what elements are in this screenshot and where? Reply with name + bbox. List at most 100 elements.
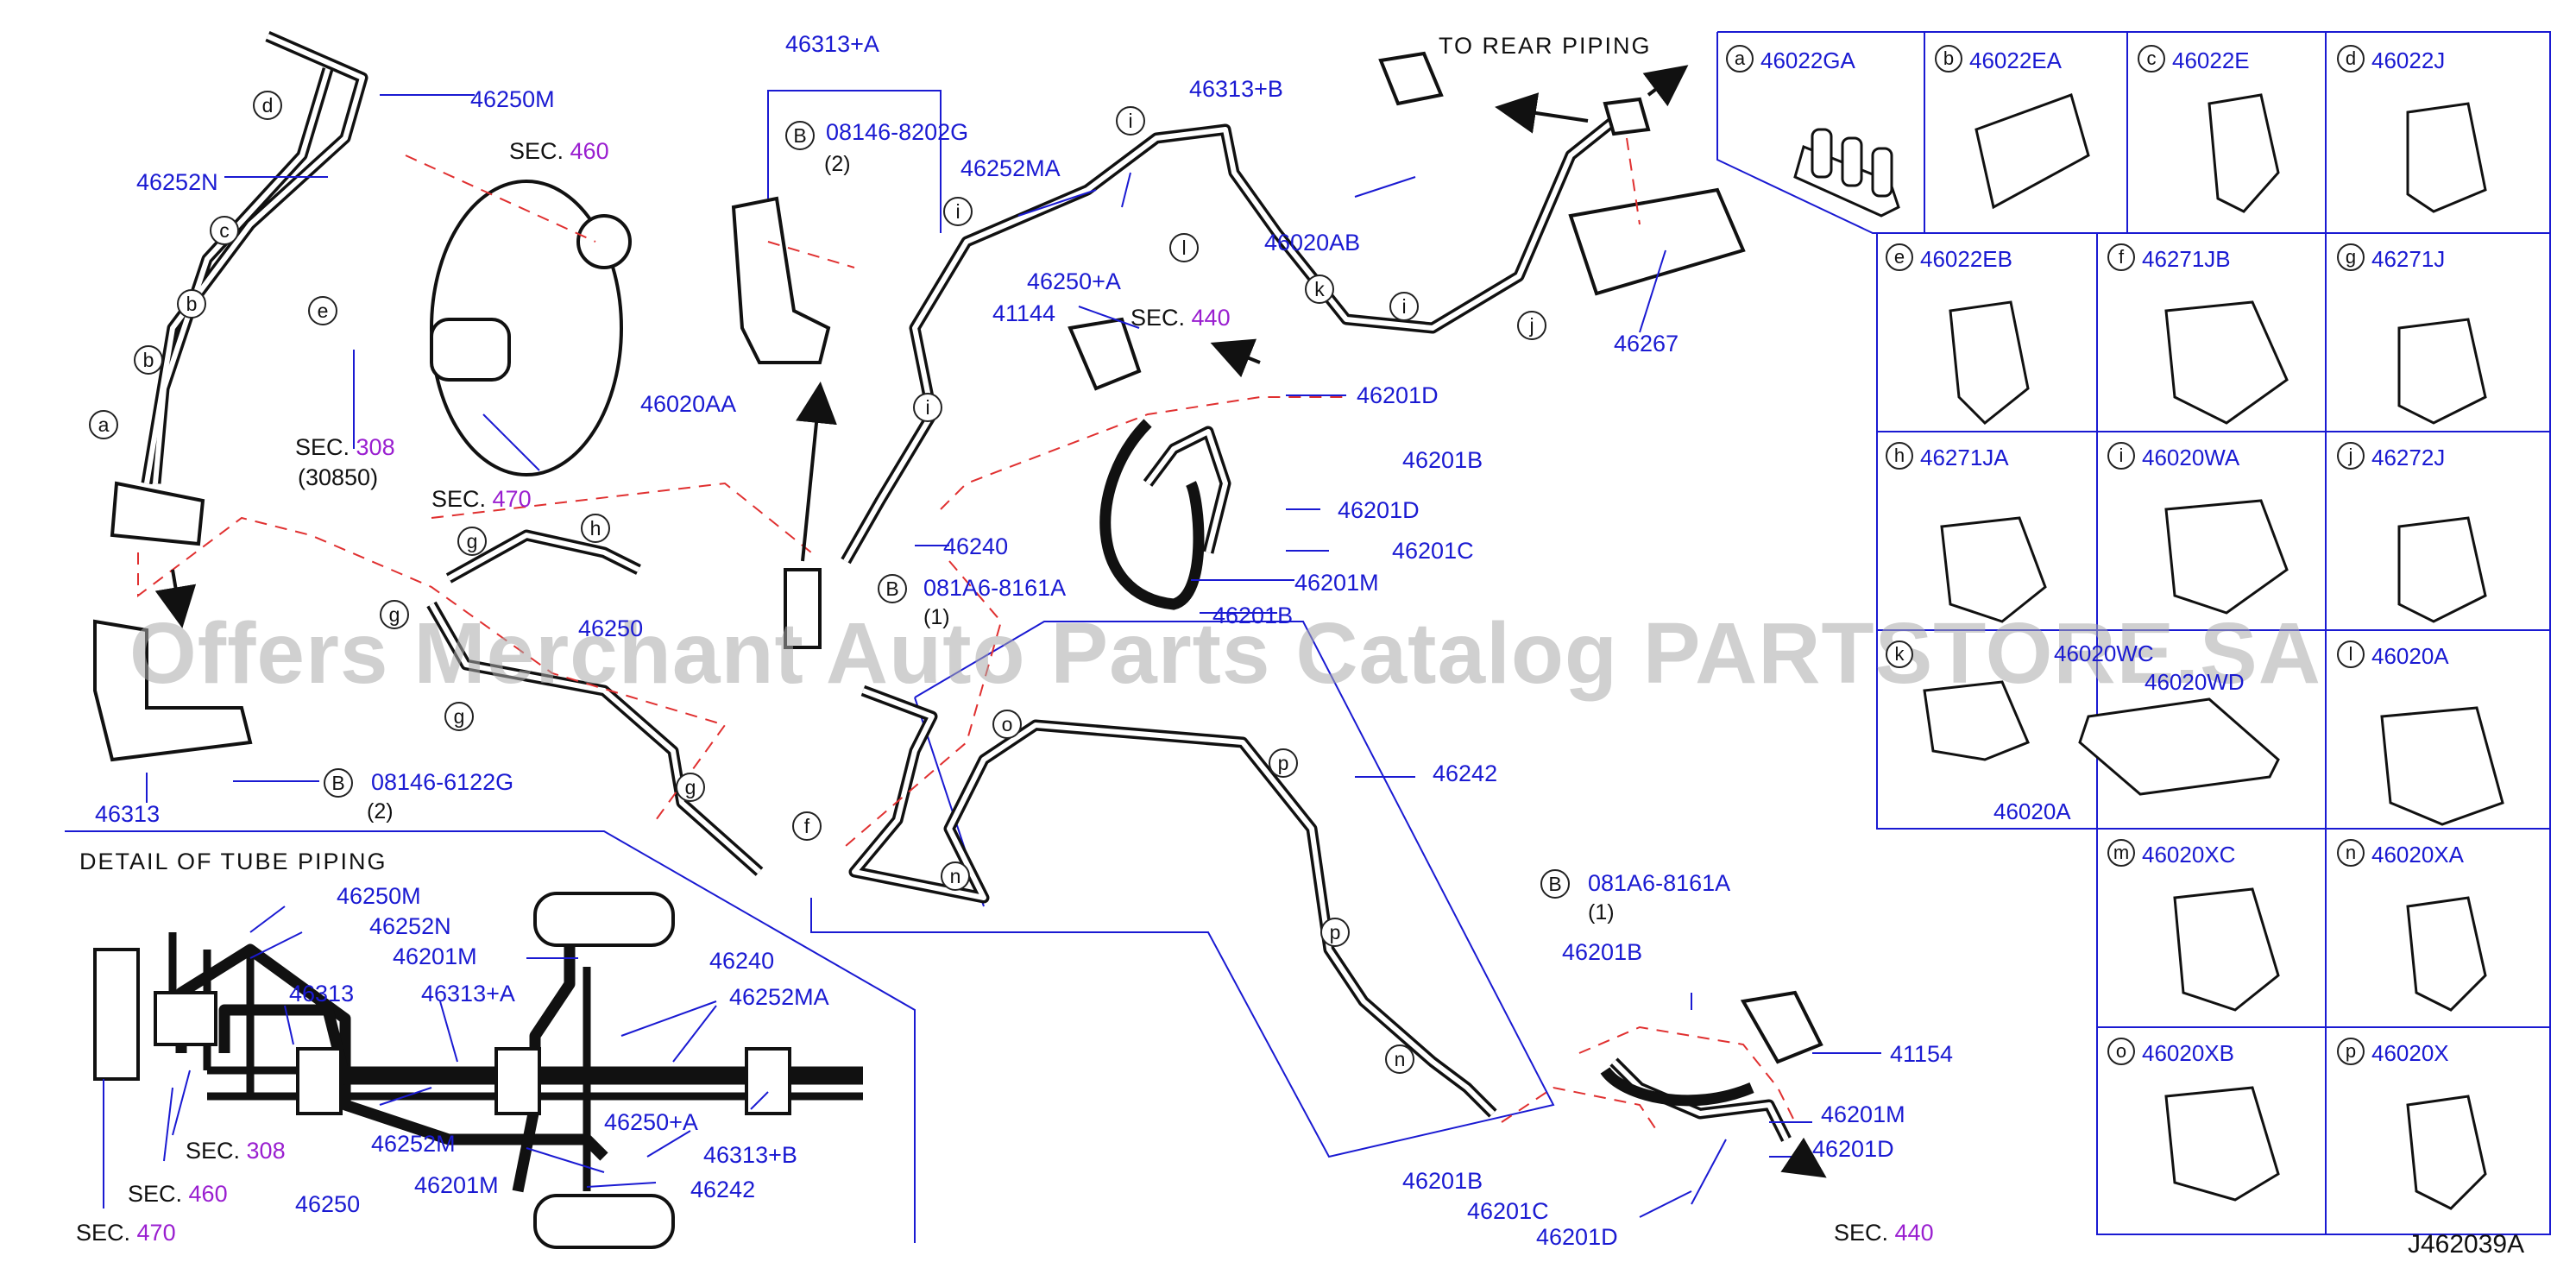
section-ref-sec-440-a: SEC. 440	[1131, 306, 1231, 330]
section-ref-sec-440-b: SEC. 440	[1834, 1221, 1934, 1245]
part-label-pn-46201m-a: 46201M	[1294, 570, 1379, 596]
clip-grid-letter-l: l	[2337, 640, 2365, 668]
clip-grid-letter-a: a	[1726, 45, 1754, 73]
part-label-pn-46201b-c: 46201B	[1562, 939, 1643, 965]
part-label-pn-46252ma: 46252MA	[960, 155, 1061, 181]
clip-grid-letter-p: p	[2337, 1038, 2365, 1065]
callout-letter-l15: i	[913, 393, 942, 422]
part-label-pn-46201b-a: 46201B	[1402, 447, 1483, 473]
part-label-pn-d-46201m-b: 46201M	[414, 1172, 499, 1198]
junction-blocks	[93, 51, 1823, 1064]
section-prefix: SEC.	[186, 1138, 247, 1164]
part-label-pn-46313-a: 46313	[95, 801, 161, 827]
clip-grid-part-4: 46022EB	[1920, 246, 2012, 272]
section-ref-sec-460-a: SEC. 460	[509, 140, 609, 163]
callout-letter-l13: i	[1116, 106, 1145, 136]
clip-grid-part-17: 46020X	[2371, 1040, 2449, 1066]
clip-grid-part-3: 46022J	[2371, 47, 2446, 73]
callout-letter-l10: g	[444, 702, 474, 731]
solid-leaders	[103, 90, 1881, 1218]
part-label-pn-46201b-d: 46201B	[1402, 1168, 1483, 1194]
section-ref-sec-308-a: SEC. 308	[295, 436, 395, 459]
part-label-pn-46267: 46267	[1614, 331, 1679, 357]
watermark-text: Offers Merchant Auto Parts Catalog PARTS…	[129, 605, 2321, 702]
section-prefix: SEC.	[128, 1181, 189, 1207]
clip-grid-part-0: 46022GA	[1760, 47, 1855, 73]
section-ref-sec-470-a: SEC. 470	[431, 488, 532, 511]
clip-grid-part-14: 46020XC	[2142, 842, 2236, 868]
arrows	[154, 65, 1827, 1178]
callout-letter-l5: a	[89, 410, 118, 439]
clip-grid-letter-e: e	[1886, 243, 1913, 271]
part-label-pn-d-46240: 46240	[709, 948, 775, 974]
clip-grid-part-2: 46022E	[2172, 47, 2250, 73]
part-label-pn-d-46252n: 46252N	[369, 913, 451, 939]
clip-grid-letter-d: d	[2337, 45, 2365, 73]
clip-grid-letter-h: h	[1886, 442, 1913, 470]
clip-grid-letter-j: j	[2337, 442, 2365, 470]
part-label-pn-46201c-a: 46201C	[1392, 538, 1474, 564]
clip-drawings	[1793, 93, 2504, 1210]
part-label-pn-081a6-a: 081A6-8161A	[923, 575, 1067, 601]
part-label-pn-d-46250: 46250	[295, 1191, 361, 1217]
part-label-pn-d-46313: 46313	[289, 981, 355, 1006]
bolt-mark-b4: B	[1540, 869, 1570, 899]
part-label-pn-46201d-d: 46201D	[1536, 1224, 1618, 1250]
tube-piping-inner	[144, 34, 1789, 1141]
part-label-qty-1b: (1)	[1588, 900, 1615, 924]
clip-grid-part-16: 46020XB	[2142, 1040, 2234, 1066]
part-label-pn-d-46313b: 46313+B	[703, 1142, 797, 1168]
callout-letter-l14: i	[943, 197, 973, 226]
clip-grid-part-9: 46272J	[2371, 445, 2446, 470]
clip-grid-part-7: 46271JA	[1920, 445, 2009, 470]
clip-grid-letter-m: m	[2107, 839, 2135, 867]
clip-grid-letter-n: n	[2337, 839, 2365, 867]
clip-grid-part-13: 46020A	[2371, 643, 2449, 669]
section-number: 460	[188, 1181, 228, 1207]
section-number: 440	[1191, 305, 1231, 331]
clip-grid-letter-g: g	[2337, 243, 2365, 271]
note-txt-30850: (30850)	[298, 464, 379, 490]
section-number: 470	[136, 1220, 176, 1246]
clip-grid-part-5: 46271JB	[2142, 246, 2231, 272]
part-label-pn-d-46313a: 46313+A	[421, 981, 515, 1006]
part-label-pn-46313a: 46313+A	[785, 31, 879, 57]
part-label-qty-2a: (2)	[824, 152, 851, 176]
section-prefix: SEC.	[1131, 305, 1192, 331]
callout-letter-l4: b	[134, 345, 163, 375]
clip-grid-part-6: 46271J	[2371, 246, 2446, 272]
bolt-mark-b2: B	[878, 574, 907, 603]
part-label-pn-41154: 41154	[1890, 1041, 1954, 1067]
bolt-mark-b3: B	[324, 768, 353, 798]
callout-letter-l8: h	[581, 514, 610, 543]
flex-hoses	[1099, 419, 1754, 1107]
part-label-pn-46313b: 46313+B	[1189, 76, 1283, 102]
callout-letter-l2: c	[210, 216, 239, 245]
callout-letter-l3: b	[177, 289, 206, 319]
rear-piping-label: TO REAR PIPING	[1439, 33, 1652, 59]
callout-letter-l11: g	[676, 773, 705, 802]
part-label-pn-d-46201m: 46201M	[393, 943, 477, 969]
clip-grid-letter-o: o	[2107, 1038, 2135, 1065]
section-number: 440	[1894, 1220, 1934, 1246]
part-label-pn-46201c-b: 46201C	[1467, 1198, 1549, 1224]
part-label-pn-46250m: 46250M	[470, 86, 555, 112]
part-label-pn-46201d-a: 46201D	[1357, 382, 1439, 408]
part-label-pn-08146-6122g: 08146-6122G	[371, 769, 514, 795]
callout-letter-l24: n	[1385, 1044, 1414, 1074]
callout-letter-l7: g	[457, 527, 487, 556]
callout-letter-l18: i	[1389, 292, 1419, 321]
section-number: 308	[356, 434, 395, 460]
clip-grid-part-8: 46020WA	[2142, 445, 2240, 470]
clip-grid	[1716, 31, 2551, 1235]
brake-booster	[430, 180, 632, 476]
callout-letter-l6: e	[308, 296, 337, 325]
detail-box	[65, 830, 916, 1243]
section-ref-sec-308-b: SEC. 308	[186, 1139, 286, 1163]
callout-letter-l19: j	[1517, 311, 1546, 340]
part-label-pn-46020ab: 46020AB	[1264, 230, 1361, 256]
part-label-pn-46201m-b: 46201M	[1821, 1101, 1905, 1127]
detail-title: DETAIL OF TUBE PIPING	[79, 849, 387, 874]
clip-grid-letter-f: f	[2107, 243, 2135, 271]
